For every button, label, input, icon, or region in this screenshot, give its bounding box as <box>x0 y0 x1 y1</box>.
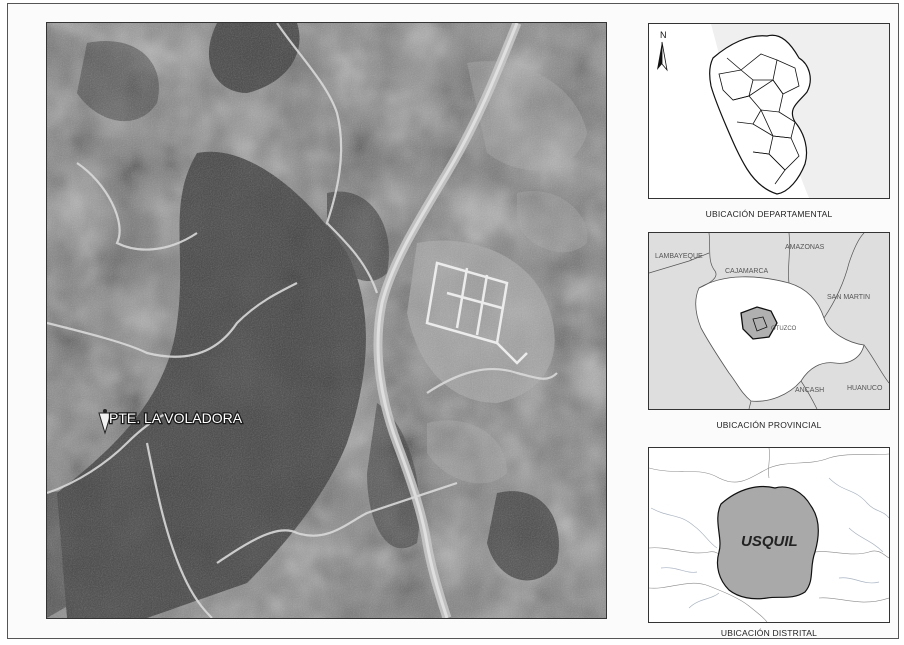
region-labels: LAMBAYEQUE AMAZONAS CAJAMARCA SAN MARTIN… <box>655 244 883 394</box>
inset-departmental: N <box>648 23 890 199</box>
inset-provincial: LAMBAYEQUE AMAZONAS CAJAMARCA SAN MARTIN… <box>648 232 890 410</box>
map-sheet: PTE. LA VOLADORA <box>7 3 899 639</box>
svg-text:AMAZONAS: AMAZONAS <box>785 244 825 251</box>
caption-provincial: UBICACIÓN PROVINCIAL <box>716 420 822 430</box>
caption-district: UBICACIÓN DISTRITAL <box>720 628 818 638</box>
rivers <box>650 477 889 609</box>
place-label: PTE. LA VOLADORA <box>109 410 243 426</box>
roads <box>47 23 558 618</box>
north-arrow-icon: N <box>657 30 668 72</box>
region-la-libertad <box>695 276 865 402</box>
settlement-streets <box>425 261 528 365</box>
svg-text:CAJAMARCA: CAJAMARCA <box>725 268 769 275</box>
svg-text:OTUZCO: OTUZCO <box>771 326 797 332</box>
map-pin-icon[interactable] <box>98 409 112 435</box>
aerial-map: PTE. LA VOLADORA <box>46 22 607 619</box>
department-boundaries <box>718 53 800 185</box>
peru-outline <box>709 34 811 195</box>
caption-departmental: UBICACIÓN DEPARTAMENTAL <box>705 209 833 219</box>
inset-district: USQUIL <box>648 447 890 623</box>
province-otuzco <box>740 306 778 340</box>
svg-text:SAN MARTIN: SAN MARTIN <box>827 294 870 301</box>
district-usquil <box>716 485 819 600</box>
svg-text:HUANUCO: HUANUCO <box>847 385 883 392</box>
svg-text:ANCASH: ANCASH <box>795 387 824 394</box>
province-boundaries <box>649 233 889 409</box>
district-label: USQUIL <box>741 533 798 550</box>
svg-text:LAMBAYEQUE: LAMBAYEQUE <box>655 253 703 260</box>
svg-text:N: N <box>660 30 667 40</box>
